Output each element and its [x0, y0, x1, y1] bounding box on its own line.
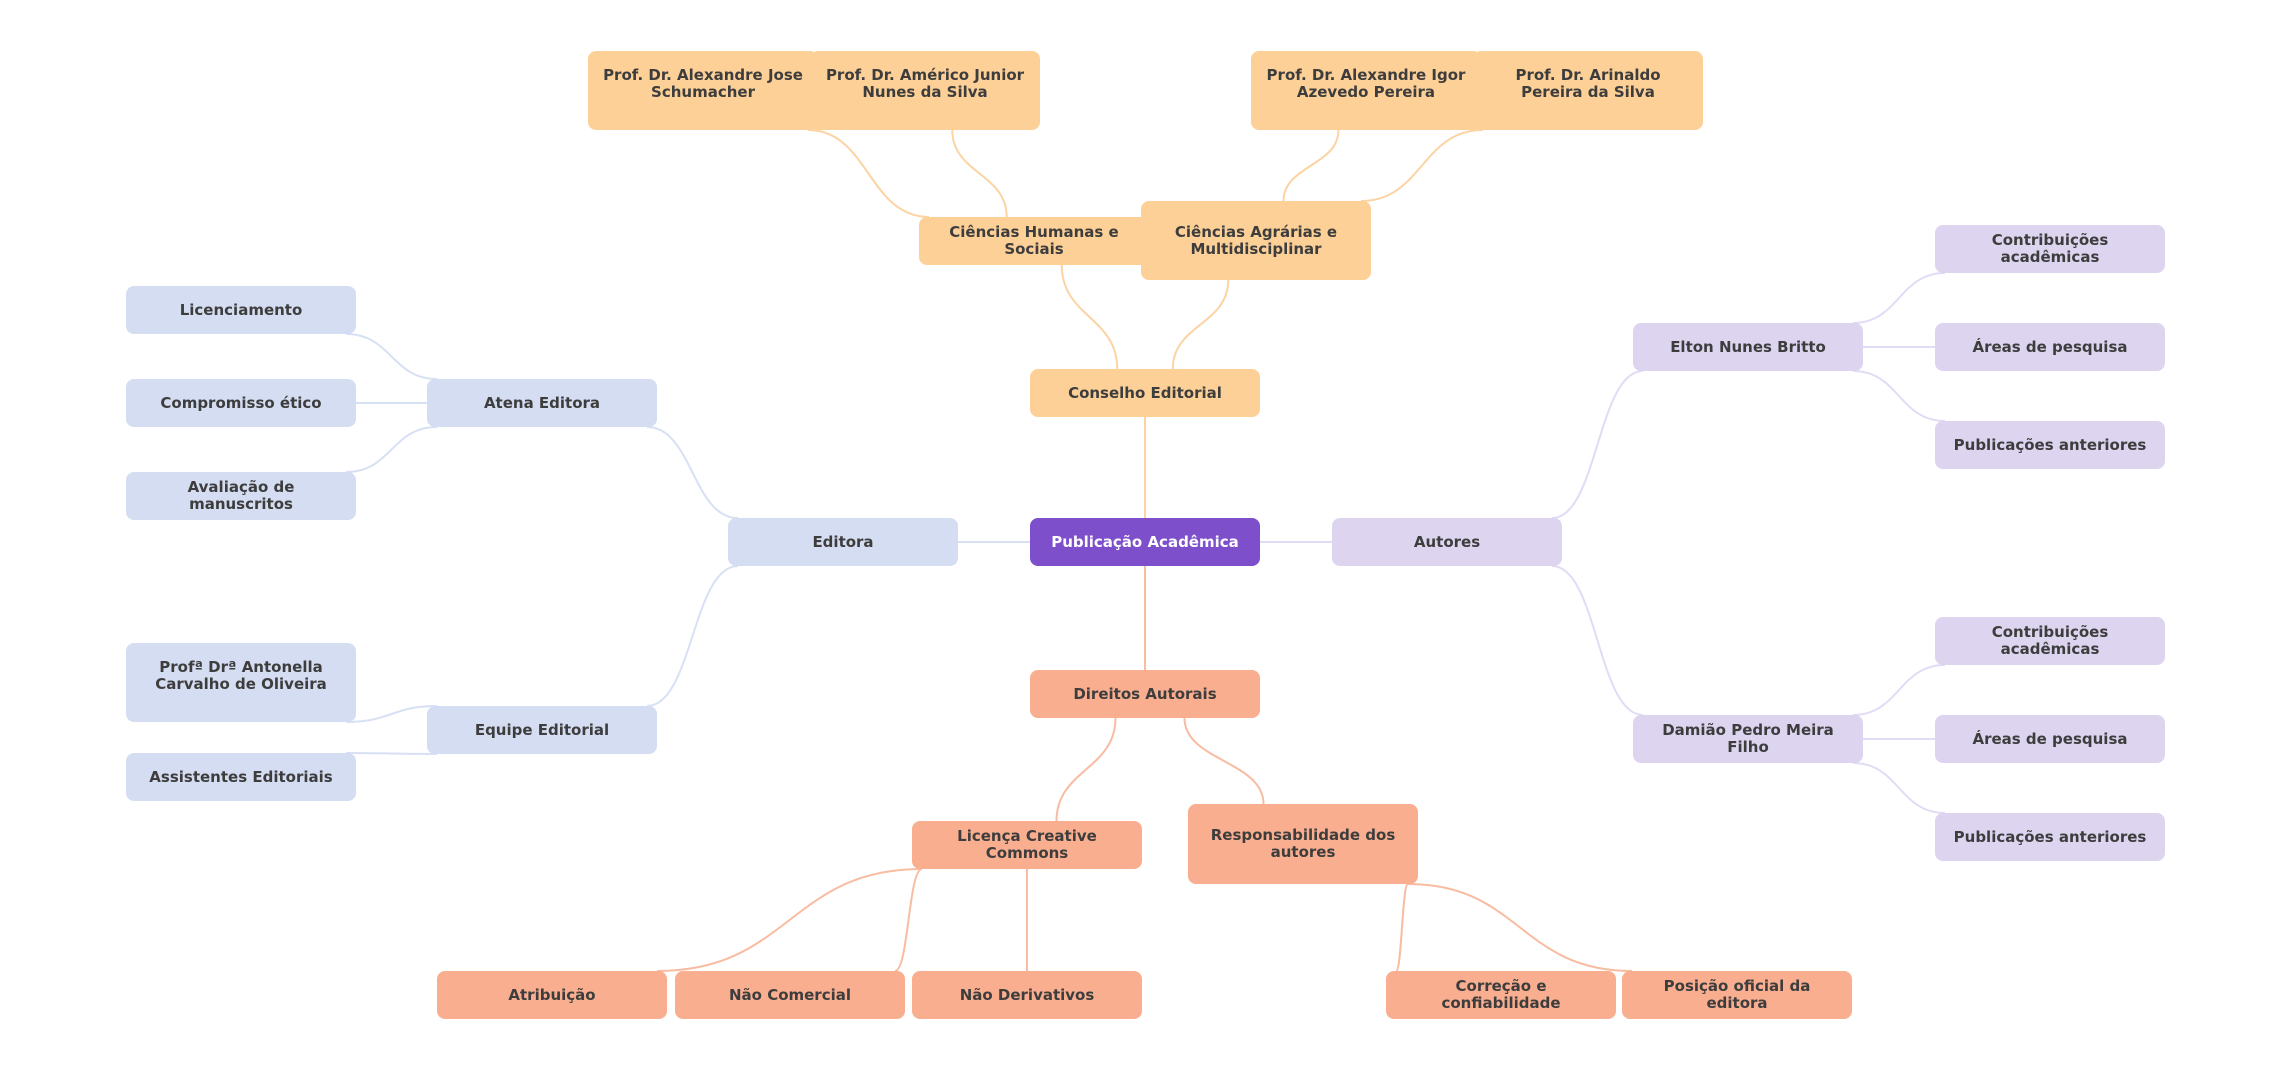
node-avaliacao-manuscritos[interactable]: Avaliação de manuscritos	[126, 472, 356, 520]
edge-humanas-jose	[807, 129, 930, 218]
node-root-publicacao-academica[interactable]: Publicação Acadêmica	[1030, 518, 1260, 566]
node-correcao-confiabilidade[interactable]: Correção e confiabilidade	[1386, 971, 1616, 1019]
edge-agrarias-igor	[1282, 129, 1340, 202]
node-conselho-editorial[interactable]: Conselho Editorial	[1030, 369, 1260, 417]
edge-editora-atena	[646, 426, 739, 519]
edge-humanas-americo	[951, 129, 1008, 218]
node-elton-publicacoes[interactable]: Publicações anteriores	[1935, 421, 2165, 469]
node-arinaldo-pereira[interactable]: Prof. Dr. Arinaldo Pereira da Silva	[1473, 51, 1703, 130]
edge-damiao-damiao_pubs	[1852, 762, 1946, 814]
edge-licenca-atribuicao	[656, 868, 923, 972]
node-licenca-creative-commons[interactable]: Licença Creative Commons	[912, 821, 1142, 869]
node-ciencias-humanas[interactable]: Ciências Humanas e Sociais	[919, 217, 1149, 265]
node-antonella[interactable]: Profª Drª Antonella Carvalho de Oliveira	[126, 643, 356, 722]
edge-agrarias-arinaldo	[1360, 129, 1484, 202]
edge-elton-elton_contrib	[1852, 272, 1946, 324]
node-nao-derivativos[interactable]: Não Derivativos	[912, 971, 1142, 1019]
node-compromisso-etico[interactable]: Compromisso ético	[126, 379, 356, 427]
edge-autores-elton	[1551, 370, 1644, 519]
edge-elton-elton_pubs	[1852, 370, 1946, 422]
edge-licenca-nao_comercial	[894, 868, 923, 972]
node-assistentes-editoriais[interactable]: Assistentes Editoriais	[126, 753, 356, 801]
node-elton-areas-pesquisa[interactable]: Áreas de pesquisa	[1935, 323, 2165, 371]
node-equipe-editorial[interactable]: Equipe Editorial	[427, 706, 657, 754]
node-autores[interactable]: Autores	[1332, 518, 1562, 566]
edge-responsabilidade-correcao	[1395, 883, 1409, 972]
edge-autores-damiao	[1551, 565, 1644, 716]
edge-direitos-responsabilidade	[1183, 717, 1265, 805]
edge-editora-equipe	[646, 565, 739, 707]
edge-conselho-humanas	[1060, 264, 1119, 370]
node-alexandre-jose-schumacher[interactable]: Prof. Dr. Alexandre Jose Schumacher	[588, 51, 818, 130]
node-damiao-publicacoes[interactable]: Publicações anteriores	[1935, 813, 2165, 861]
edge-atena-avaliacao	[345, 426, 438, 473]
node-responsabilidade-autores[interactable]: Responsabilidade dos autores	[1188, 804, 1418, 884]
node-americo-junior[interactable]: Prof. Dr. Américo Junior Nunes da Silva	[810, 51, 1040, 130]
node-elton-contribuicoes[interactable]: Contribuições acadêmicas	[1935, 225, 2165, 273]
node-damiao-pedro-meira-filho[interactable]: Damião Pedro Meira Filho	[1633, 715, 1863, 763]
edge-direitos-licenca	[1055, 717, 1117, 822]
node-licenciamento[interactable]: Licenciamento	[126, 286, 356, 334]
node-nao-comercial[interactable]: Não Comercial	[675, 971, 905, 1019]
node-atribuicao[interactable]: Atribuição	[437, 971, 667, 1019]
node-atena-editora[interactable]: Atena Editora	[427, 379, 657, 427]
node-editora[interactable]: Editora	[728, 518, 958, 566]
node-ciencias-agrarias[interactable]: Ciências Agrárias e Multidisciplinar	[1141, 201, 1371, 280]
edge-atena-licenciamento	[345, 333, 438, 380]
node-damiao-areas-pesquisa[interactable]: Áreas de pesquisa	[1935, 715, 2165, 763]
node-elton-nunes-britto[interactable]: Elton Nunes Britto	[1633, 323, 1863, 371]
node-alexandre-igor[interactable]: Prof. Dr. Alexandre Igor Azevedo Pereira	[1251, 51, 1481, 130]
edge-responsabilidade-posicao	[1407, 883, 1633, 972]
edge-equipe-antonella	[345, 705, 438, 723]
edge-equipe-assistentes	[345, 752, 438, 755]
node-damiao-contribuicoes[interactable]: Contribuições acadêmicas	[1935, 617, 2165, 665]
edge-damiao-damiao_contrib	[1852, 664, 1946, 716]
node-direitos-autorais[interactable]: Direitos Autorais	[1030, 670, 1260, 718]
node-posicao-oficial[interactable]: Posição oficial da editora	[1622, 971, 1852, 1019]
edge-conselho-agrarias	[1171, 279, 1230, 370]
